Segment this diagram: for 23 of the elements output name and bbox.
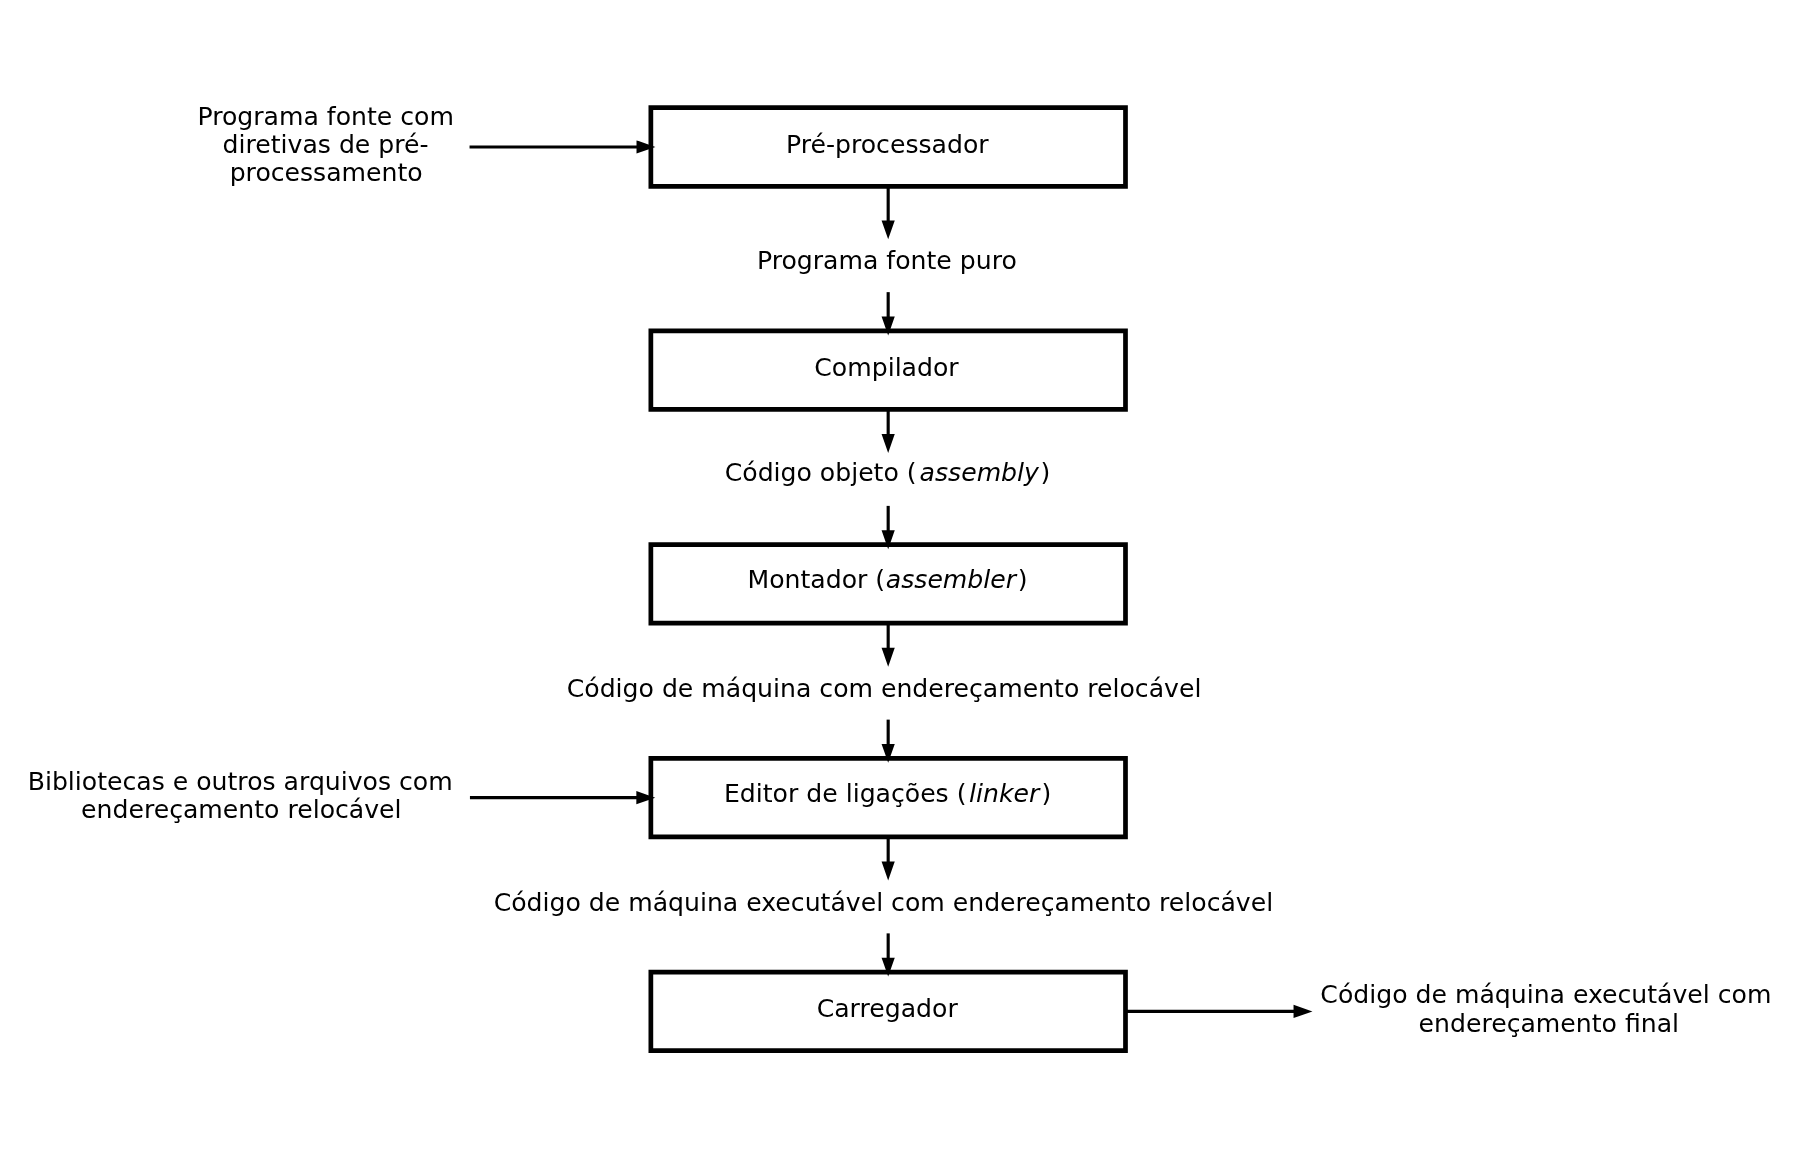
arrow	[881, 186, 895, 240]
node-text: Código de máquina executável com endereçamento final	[1320, 980, 1772, 1038]
arrow	[881, 505, 895, 550]
arrow	[881, 292, 895, 336]
arrow	[469, 140, 656, 154]
node-box: Carregador	[648, 969, 1128, 1054]
arrow	[881, 719, 895, 763]
node-box: Compilador	[648, 328, 1128, 412]
arrow	[881, 933, 895, 977]
node-text: Bibliotecas e outros arquivos com endereçamento relocável	[27, 766, 453, 824]
node-text: Código objeto (assembly)	[724, 458, 1051, 488]
node-text: Código de máquina com endereçamento relocável	[566, 673, 1202, 703]
node-text: Código de máquina executável com endereçamento relocável	[493, 887, 1274, 917]
arrow	[881, 409, 895, 453]
arrow	[881, 837, 895, 881]
node-text: Programa fonte com diretivas de pré-processamento	[197, 101, 454, 188]
node-box: Pré-processador	[648, 105, 1128, 189]
node-box: Editor de ligações (linker)	[648, 756, 1128, 840]
arrow	[469, 791, 656, 805]
node-text: Programa fonte puro	[756, 246, 1017, 276]
arrow	[1125, 1004, 1313, 1019]
node-box: Montador (assembler)	[648, 542, 1128, 626]
arrow	[881, 623, 895, 667]
